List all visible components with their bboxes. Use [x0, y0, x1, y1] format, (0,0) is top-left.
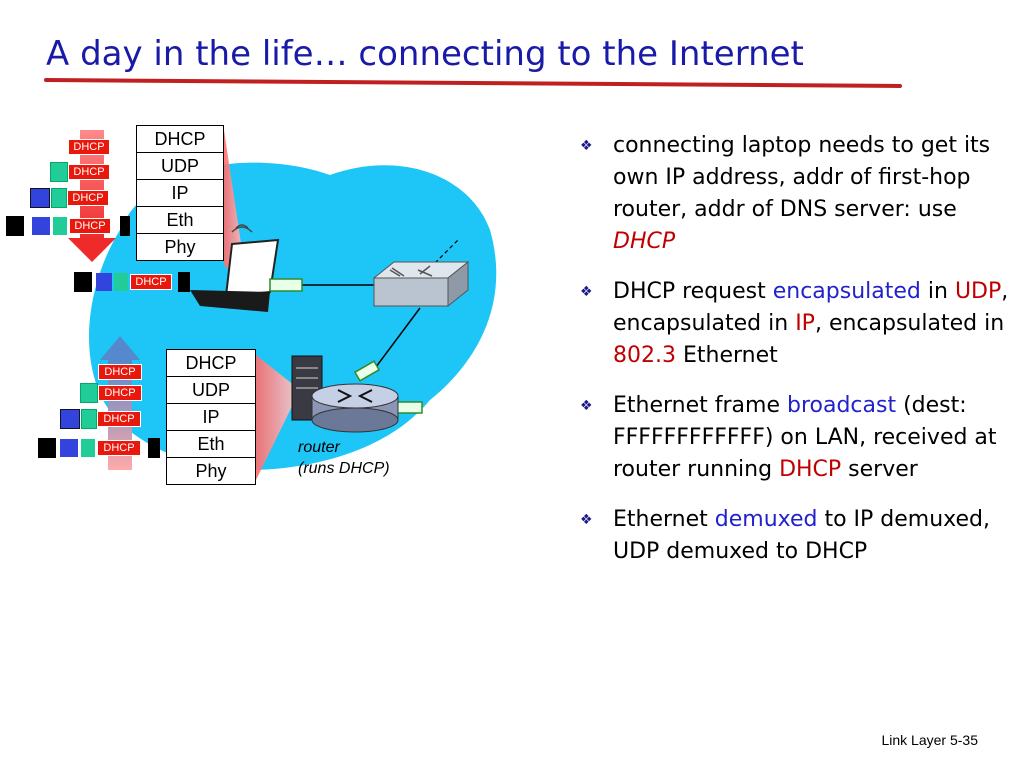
ip-header: [32, 217, 50, 235]
dhcp-tag: DHCP: [67, 190, 109, 206]
layer-ip: IP: [166, 403, 256, 431]
layer-ip: IP: [136, 179, 224, 207]
layer-phy: Phy: [166, 457, 256, 485]
dhcp-tag: DHCP: [68, 164, 110, 180]
udp-header: [50, 162, 68, 182]
frame-top-dhcp: DHCP: [68, 137, 110, 155]
udp-header: [114, 273, 128, 291]
bullet-list: ❖ connecting laptop needs to get its own…: [580, 130, 1010, 586]
frame-bottom-dhcp: DHCP: [98, 362, 142, 380]
eth-trailer: [178, 272, 190, 292]
frame-bottom-udp: DHCP: [80, 383, 142, 403]
frame-bottom-eth: DHCP: [38, 438, 160, 458]
title-underline: [44, 78, 902, 88]
layer-dhcp: DHCP: [136, 125, 224, 153]
bullet-item: ❖ DHCP request encapsulated in UDP, enca…: [580, 276, 1010, 372]
dhcp-tag: DHCP: [98, 364, 142, 380]
laptop-icon: [190, 224, 303, 312]
bullet-item: ❖ connecting laptop needs to get its own…: [580, 130, 1010, 258]
bullet-item: ❖ Ethernet demuxed to IP demuxed, UDP de…: [580, 504, 1010, 568]
layer-phy: Phy: [136, 233, 224, 261]
bullet-diamond-icon: ❖: [580, 138, 593, 154]
eth-trailer: [148, 438, 160, 458]
dhcp-tag: DHCP: [97, 440, 141, 456]
link-switch-router: [369, 307, 421, 376]
eth-header: [74, 272, 92, 292]
switch-icon: [372, 260, 470, 308]
slide-title: A day in the life… connecting to the Int…: [46, 34, 804, 74]
layer-udp: UDP: [136, 152, 224, 180]
frame-top-eth: DHCP: [6, 216, 130, 236]
protocol-stack-router: DHCP UDP IP Eth Phy: [166, 349, 256, 485]
dhcp-tag: DHCP: [130, 274, 172, 290]
frame-top-ip: DHCP: [30, 188, 114, 208]
eth-header: [6, 216, 24, 236]
bullet-diamond-icon: ❖: [580, 284, 593, 300]
udp-header: [81, 409, 97, 429]
slide-footer: Link Layer 5-35: [881, 732, 978, 748]
ip-header: [60, 439, 78, 457]
bullet-diamond-icon: ❖: [580, 512, 593, 528]
layer-dhcp: DHCP: [166, 349, 256, 377]
router-label: router (runs DHCP): [298, 437, 390, 479]
frame-bottom-ip: DHCP: [60, 409, 146, 429]
udp-header: [81, 439, 95, 457]
router-icon: [311, 360, 423, 433]
dhcp-tag: DHCP: [69, 218, 111, 234]
frame-laptop-eth: DHCP: [74, 272, 192, 292]
ip-header: [96, 273, 112, 291]
bullet-item: ❖ Ethernet frame broadcast (dest: FFFFFF…: [580, 390, 1010, 486]
udp-header: [80, 383, 98, 403]
encapsulation-fan-bottom: [256, 355, 300, 480]
eth-trailer: [120, 216, 130, 236]
dhcp-tag: DHCP: [68, 139, 110, 155]
dhcp-tag: DHCP: [97, 411, 141, 427]
ip-header: [30, 188, 50, 208]
eth-header: [38, 438, 56, 458]
dhcp-tag: DHCP: [98, 385, 142, 401]
udp-header: [51, 188, 67, 208]
ip-header: [60, 409, 80, 429]
router-label-line1: router: [298, 439, 340, 456]
layer-eth: Eth: [166, 430, 256, 458]
layer-udp: UDP: [166, 376, 256, 404]
frame-top-udp: DHCP: [50, 162, 110, 182]
layer-eth: Eth: [136, 206, 224, 234]
router-label-line2: (runs DHCP): [298, 460, 390, 477]
bullet-diamond-icon: ❖: [580, 398, 593, 414]
protocol-stack-laptop: DHCP UDP IP Eth Phy: [136, 125, 224, 261]
udp-header: [53, 217, 67, 235]
